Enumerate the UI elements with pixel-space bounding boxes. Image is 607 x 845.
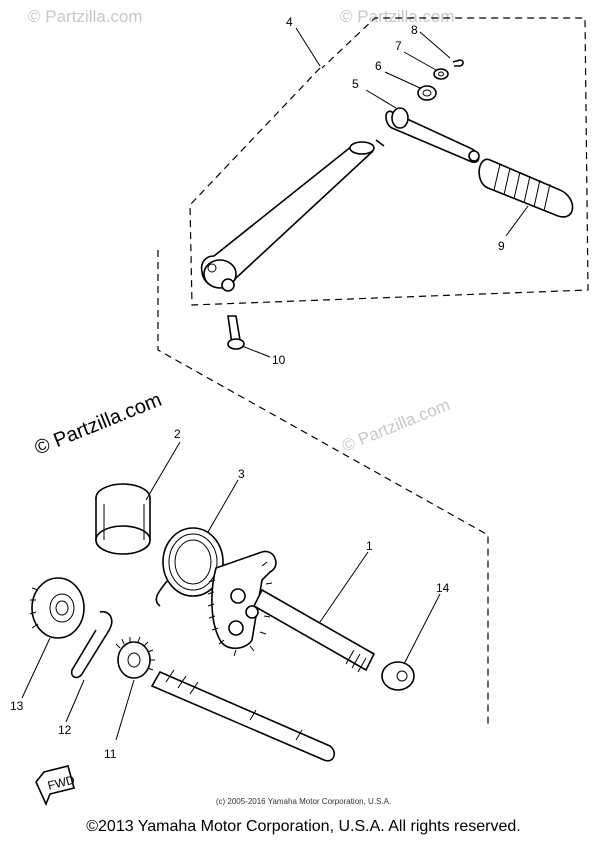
callout-8: 8 — [411, 23, 418, 37]
callout-1: 1 — [366, 539, 373, 553]
callout-7: 7 — [395, 39, 402, 53]
callout-10: 10 — [272, 353, 286, 367]
lever-clip — [452, 59, 464, 67]
copyright-small: (c) 2005-2016 Yamaha Motor Corporation, … — [215, 797, 392, 806]
kick-arm — [200, 139, 385, 292]
watermark-main: © Partzilla.com — [32, 389, 165, 460]
callout-5: 5 — [352, 77, 359, 91]
shaft-washer — [381, 661, 415, 691]
callout-9: 9 — [498, 239, 505, 253]
callout-4: 4 — [286, 15, 293, 29]
kick-grip — [478, 158, 574, 218]
kick-arm-bolt — [227, 315, 245, 350]
lever-bushing — [417, 85, 437, 101]
kick-gear — [115, 636, 155, 679]
callout-2: 2 — [174, 427, 181, 441]
callout-3: 3 — [238, 467, 245, 481]
leader-lines — [21, 27, 529, 741]
watermark-faint-top-right: © Partzilla.com — [340, 7, 455, 26]
callout-13: 13 — [10, 699, 24, 713]
callout-6: 6 — [375, 59, 382, 73]
callout-14: 14 — [436, 581, 450, 595]
kick-axle — [150, 669, 336, 762]
gear-spring-clip — [70, 610, 113, 679]
callout-11: 11 — [104, 747, 117, 761]
kick-shaft-assembly-boundary — [157, 250, 489, 728]
watermark-faint-mid-right: © Partzilla.com — [339, 395, 452, 456]
copyright-footer: ©2013 Yamaha Motor Corporation, U.S.A. A… — [86, 818, 521, 835]
fwd-label: FWD — [46, 773, 76, 793]
lever-washer — [433, 68, 449, 80]
kick-spring — [155, 527, 224, 607]
kick-arm-assembly-boundary — [189, 17, 589, 306]
kick-sleeve — [95, 483, 151, 555]
kick-shaft — [207, 550, 376, 673]
forward-arrow-icon: FWD — [35, 765, 76, 807]
kick-lever-upper — [385, 107, 480, 163]
watermark-faint-top-left: © Partzilla.com — [28, 7, 143, 26]
ratchet-wheel — [29, 577, 85, 639]
callout-12: 12 — [58, 723, 72, 737]
